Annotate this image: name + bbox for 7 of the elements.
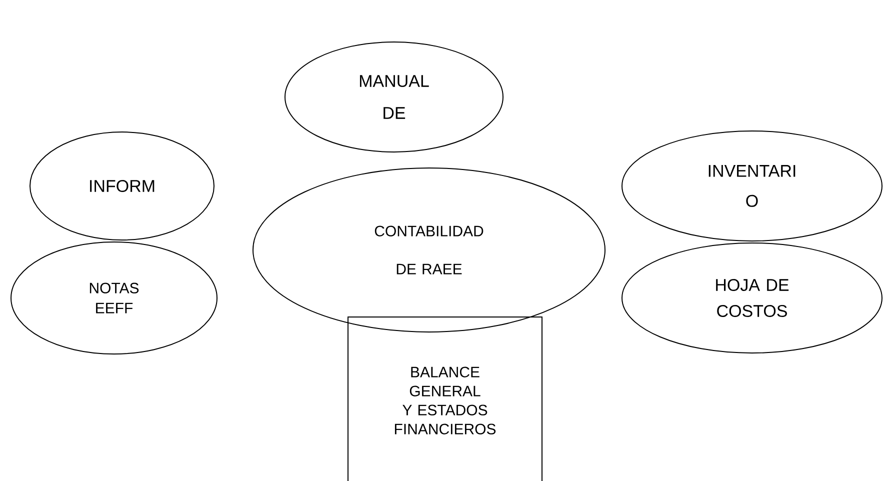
- ellipse-label: NOTAS EEFF: [10, 242, 218, 354]
- ellipse-label: MANUAL DE: [284, 42, 504, 152]
- ellipse-label: INVENTARI O: [622, 130, 882, 242]
- ellipse-label: CONTABILIDAD DE RAEE: [252, 168, 606, 332]
- ellipse-label: HOJA DE COSTOS: [622, 242, 882, 354]
- rectangle-label: BALANCE GENERAL Y ESTADOS FINANCIEROS: [348, 316, 542, 481]
- ellipse-label: INFORM: [30, 132, 214, 240]
